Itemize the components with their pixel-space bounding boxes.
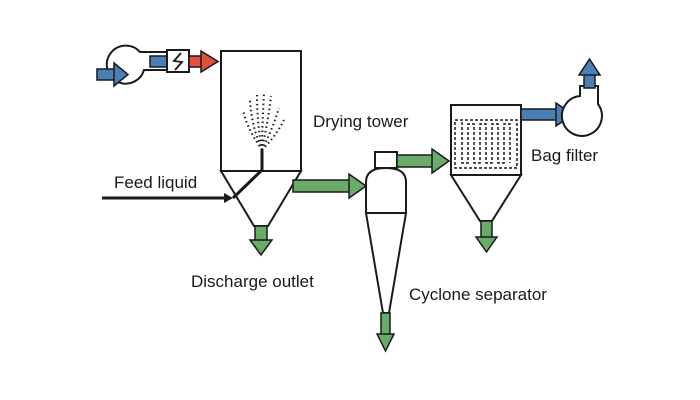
label-cyclone-separator: Cyclone separator (409, 285, 547, 304)
filter-bags-icon (454, 119, 518, 169)
heated-air-arrow (188, 49, 220, 74)
feed-liquid-line (102, 168, 264, 203)
bag-filter-outlet-arrow (474, 220, 499, 254)
product-flow-arrow-2 (396, 147, 451, 175)
label-bag-filter: Bag filter (531, 146, 598, 165)
spray-nozzle-icon (242, 91, 285, 170)
discharge-arrow (248, 225, 274, 257)
label-feed-liquid: Feed liquid (114, 173, 197, 192)
air-duct (149, 55, 168, 68)
product-flow-arrow-1 (292, 172, 368, 200)
exhaust-out-arrow (577, 57, 602, 89)
heater-icon (166, 49, 190, 73)
air-inlet-arrow (96, 61, 130, 88)
label-discharge-outlet: Discharge outlet (191, 272, 314, 291)
cyclone-separator (364, 151, 408, 314)
label-drying-tower: Drying tower (313, 112, 409, 131)
exhaust-fan-icon (560, 85, 603, 137)
cyclone-outlet-arrow (375, 312, 396, 353)
drying-tower (219, 50, 303, 227)
